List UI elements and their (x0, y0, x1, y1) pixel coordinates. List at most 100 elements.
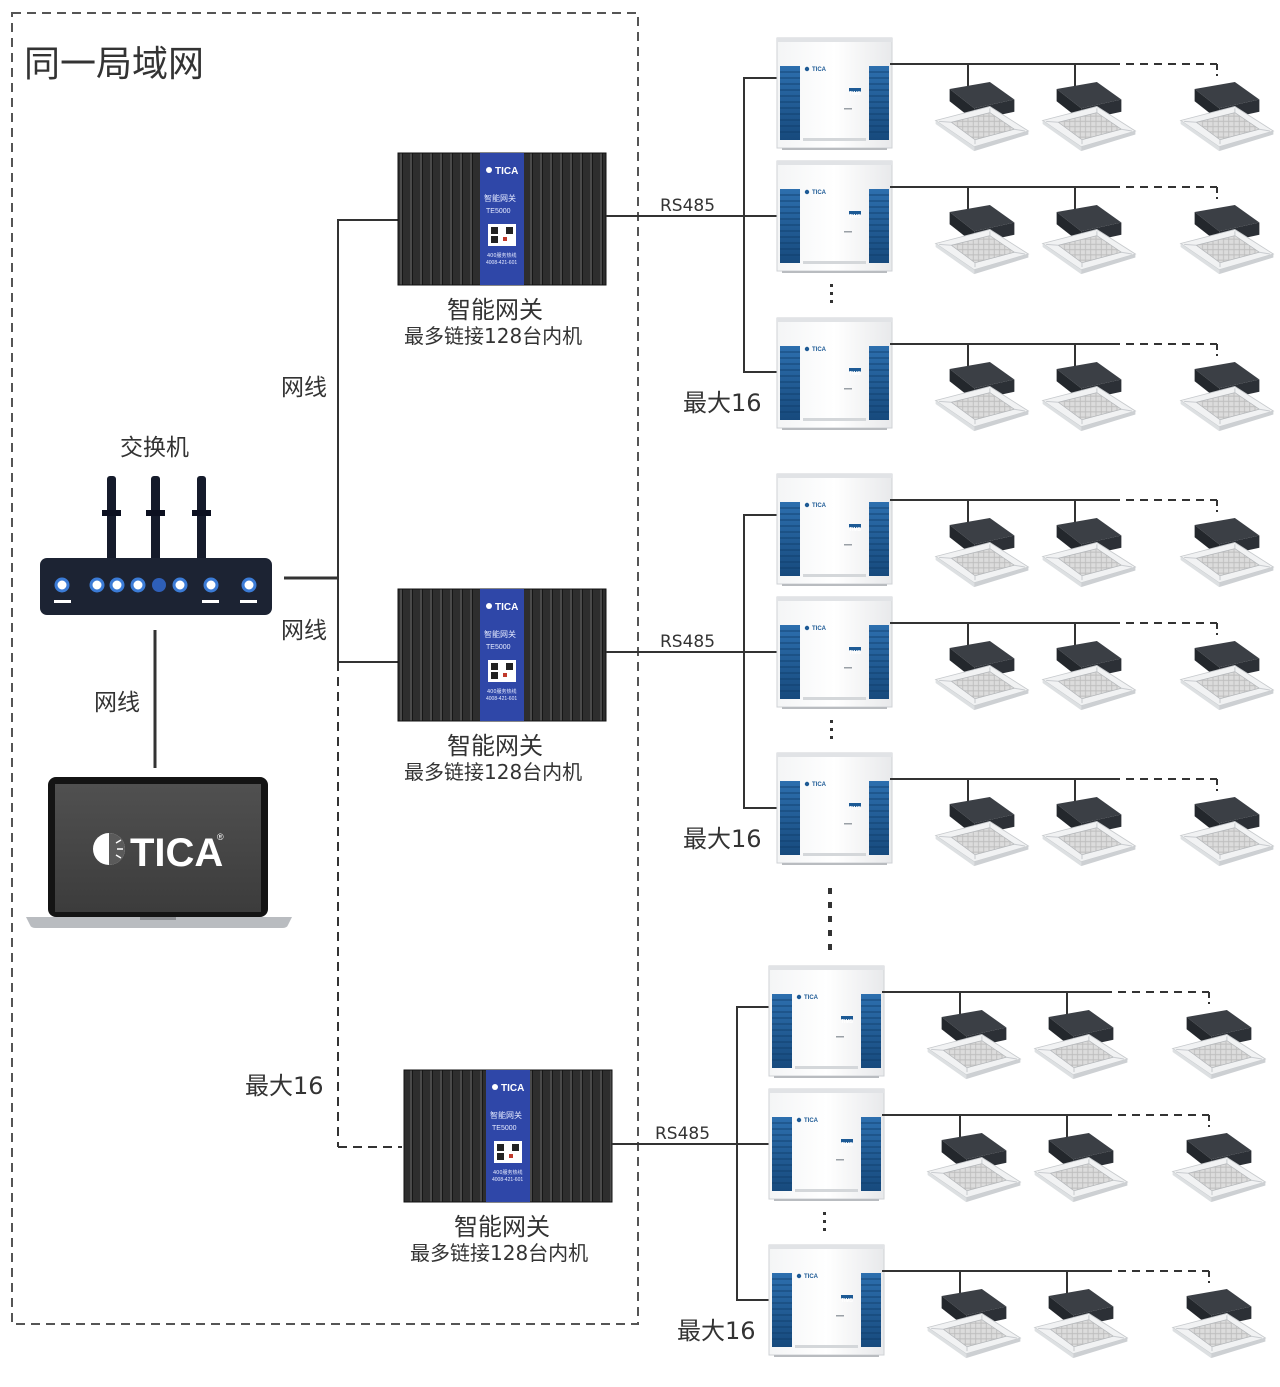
cable-label-laptop: 网线 (94, 690, 140, 716)
gateway-hotline: 4008-421-601 (492, 1177, 523, 1183)
outdoor-unit (776, 37, 893, 151)
indoor-cassette-unit (935, 640, 1029, 711)
gateway-model: TE5000 (492, 1125, 517, 1132)
indoor-cassette-unit (927, 1288, 1021, 1359)
indoor-cassette-unit (1180, 361, 1274, 432)
outdoor-unit-group: TICA TIMS (776, 160, 1274, 275)
indoor-cassette-unit (1180, 517, 1274, 588)
outdoor-brand: TICA (812, 782, 827, 788)
indoor-cassette-unit (1180, 640, 1274, 711)
laptop-brand: TICA (130, 831, 223, 875)
outdoor-brand: TICA (812, 347, 827, 353)
indoor-cassette-unit (1180, 81, 1274, 152)
outdoor-series: TIMS (849, 650, 862, 656)
indoor-cassette-unit (935, 517, 1029, 588)
indoor-cassette-unit (1172, 1288, 1266, 1359)
indoor-cassette-unit (1172, 1132, 1266, 1203)
gateway-max-label: 最大16 (245, 1072, 324, 1100)
indoor-cassette-unit (1034, 1009, 1128, 1080)
indoor-cassette-unit (927, 1009, 1021, 1080)
rs485-label-1: RS485 (660, 196, 715, 216)
gateway-model: TE5000 (486, 644, 511, 651)
indoor-cassette-unit (1042, 361, 1136, 432)
gateway-product: 智能网关 (490, 1110, 522, 1120)
gateway-hotline-label: 400服务热线 (487, 688, 517, 695)
outdoor-unit (776, 596, 893, 710)
indoor-cassette-unit (1180, 204, 1274, 275)
lan-title: 同一局域网 (24, 44, 204, 85)
outdoor-unit-group: TICA TIMS (776, 596, 1274, 711)
gateway-model: TE5000 (486, 208, 511, 215)
outdoor-series: TIMS (849, 806, 862, 812)
outdoor-series: TIMS (849, 371, 862, 377)
gateway-hotline: 4008-421-601 (486, 696, 517, 702)
indoor-cassette-unit (935, 81, 1029, 152)
gateway-brand: TICA (495, 166, 518, 177)
indoor-cassette-unit (1042, 204, 1136, 275)
indoor-cassette-unit (1042, 640, 1136, 711)
indoor-cassette-unit (1042, 796, 1136, 867)
gateway-brand: TICA (501, 1083, 524, 1094)
switch-label: 交换机 (120, 435, 189, 461)
outdoor-unit-group: TICA TIMS (768, 965, 1266, 1080)
outdoor-unit (768, 1088, 885, 1202)
outdoor-brand: TICA (804, 1274, 819, 1280)
gateway-product: 智能网关 (484, 629, 516, 639)
outdoor-unit-group: TICA TIMS (776, 37, 1274, 152)
outdoor-brand: TICA (804, 1118, 819, 1124)
indoor-cassette-unit (1034, 1132, 1128, 1203)
outdoor-series: TIMS (849, 91, 862, 97)
outdoor-unit (776, 473, 893, 587)
gateway-2: TICA 智能网关 TE5000 400服务热线 4008-421-601 (397, 588, 607, 722)
lan-boundary (11, 12, 639, 1325)
outdoor-max-label-2: 最大16 (683, 825, 762, 853)
gateway-badge (486, 1070, 530, 1202)
gateway-hotline-label: 400服务热线 (493, 1169, 523, 1176)
indoor-cassette-unit (1180, 796, 1274, 867)
outdoor-unit (776, 317, 893, 431)
gateway-2-name: 智能网关 (447, 732, 543, 760)
outdoor-brand: TICA (812, 626, 827, 632)
indoor-cassette-unit (1042, 81, 1136, 152)
outdoor-unit (776, 160, 893, 274)
outdoor-max-label-3: 最大16 (677, 1317, 756, 1345)
gateway-badge (480, 589, 524, 721)
indoor-cassette-unit (927, 1132, 1021, 1203)
gateway-brand: TICA (495, 602, 518, 613)
outdoor-unit (768, 965, 885, 1079)
outdoor-unit (776, 752, 893, 866)
gateway-badge (480, 153, 524, 285)
rs485-label-2: RS485 (660, 632, 715, 652)
laptop-icon (26, 777, 292, 928)
outdoor-brand: TICA (812, 67, 827, 73)
outdoor-brand: TICA (812, 503, 827, 509)
outdoor-unit-group: TICA TIMS (768, 1088, 1266, 1203)
outdoor-brand: TICA (804, 995, 819, 1001)
outdoor-series: TIMS (849, 214, 862, 220)
indoor-cassette-unit (935, 204, 1029, 275)
cable-label-2: 网线 (281, 618, 327, 644)
gateway-1: TICA 智能网关 TE5000 400服务热线 4008-421-601 (397, 152, 607, 286)
tica-logo: TICA ® (93, 831, 224, 875)
outdoor-max-label-1: 最大16 (683, 389, 762, 417)
gateway-product: 智能网关 (484, 193, 516, 203)
outdoor-brand: TICA (812, 190, 827, 196)
gateway-3: TICA 智能网关 TE5000 400服务热线 4008-421-601 (403, 1069, 613, 1203)
gateway-3-name: 智能网关 (454, 1213, 550, 1241)
gateway-1-capacity: 最多链接128台内机 (404, 324, 582, 348)
gateway-3-capacity: 最多链接128台内机 (410, 1241, 588, 1265)
outdoor-unit-group: TICA TIMS (776, 317, 1274, 432)
outdoor-unit (768, 1244, 885, 1358)
laptop-registered: ® (217, 832, 224, 842)
switch-icon (40, 476, 272, 615)
gateway-hotline-label: 400服务热线 (487, 252, 517, 259)
cable-label-1: 网线 (281, 375, 327, 401)
outdoor-series: TIMS (841, 1142, 854, 1148)
indoor-cassette-unit (935, 361, 1029, 432)
outdoor-series: TIMS (841, 1019, 854, 1025)
indoor-cassette-unit (935, 796, 1029, 867)
indoor-cassette-unit (1172, 1009, 1266, 1080)
